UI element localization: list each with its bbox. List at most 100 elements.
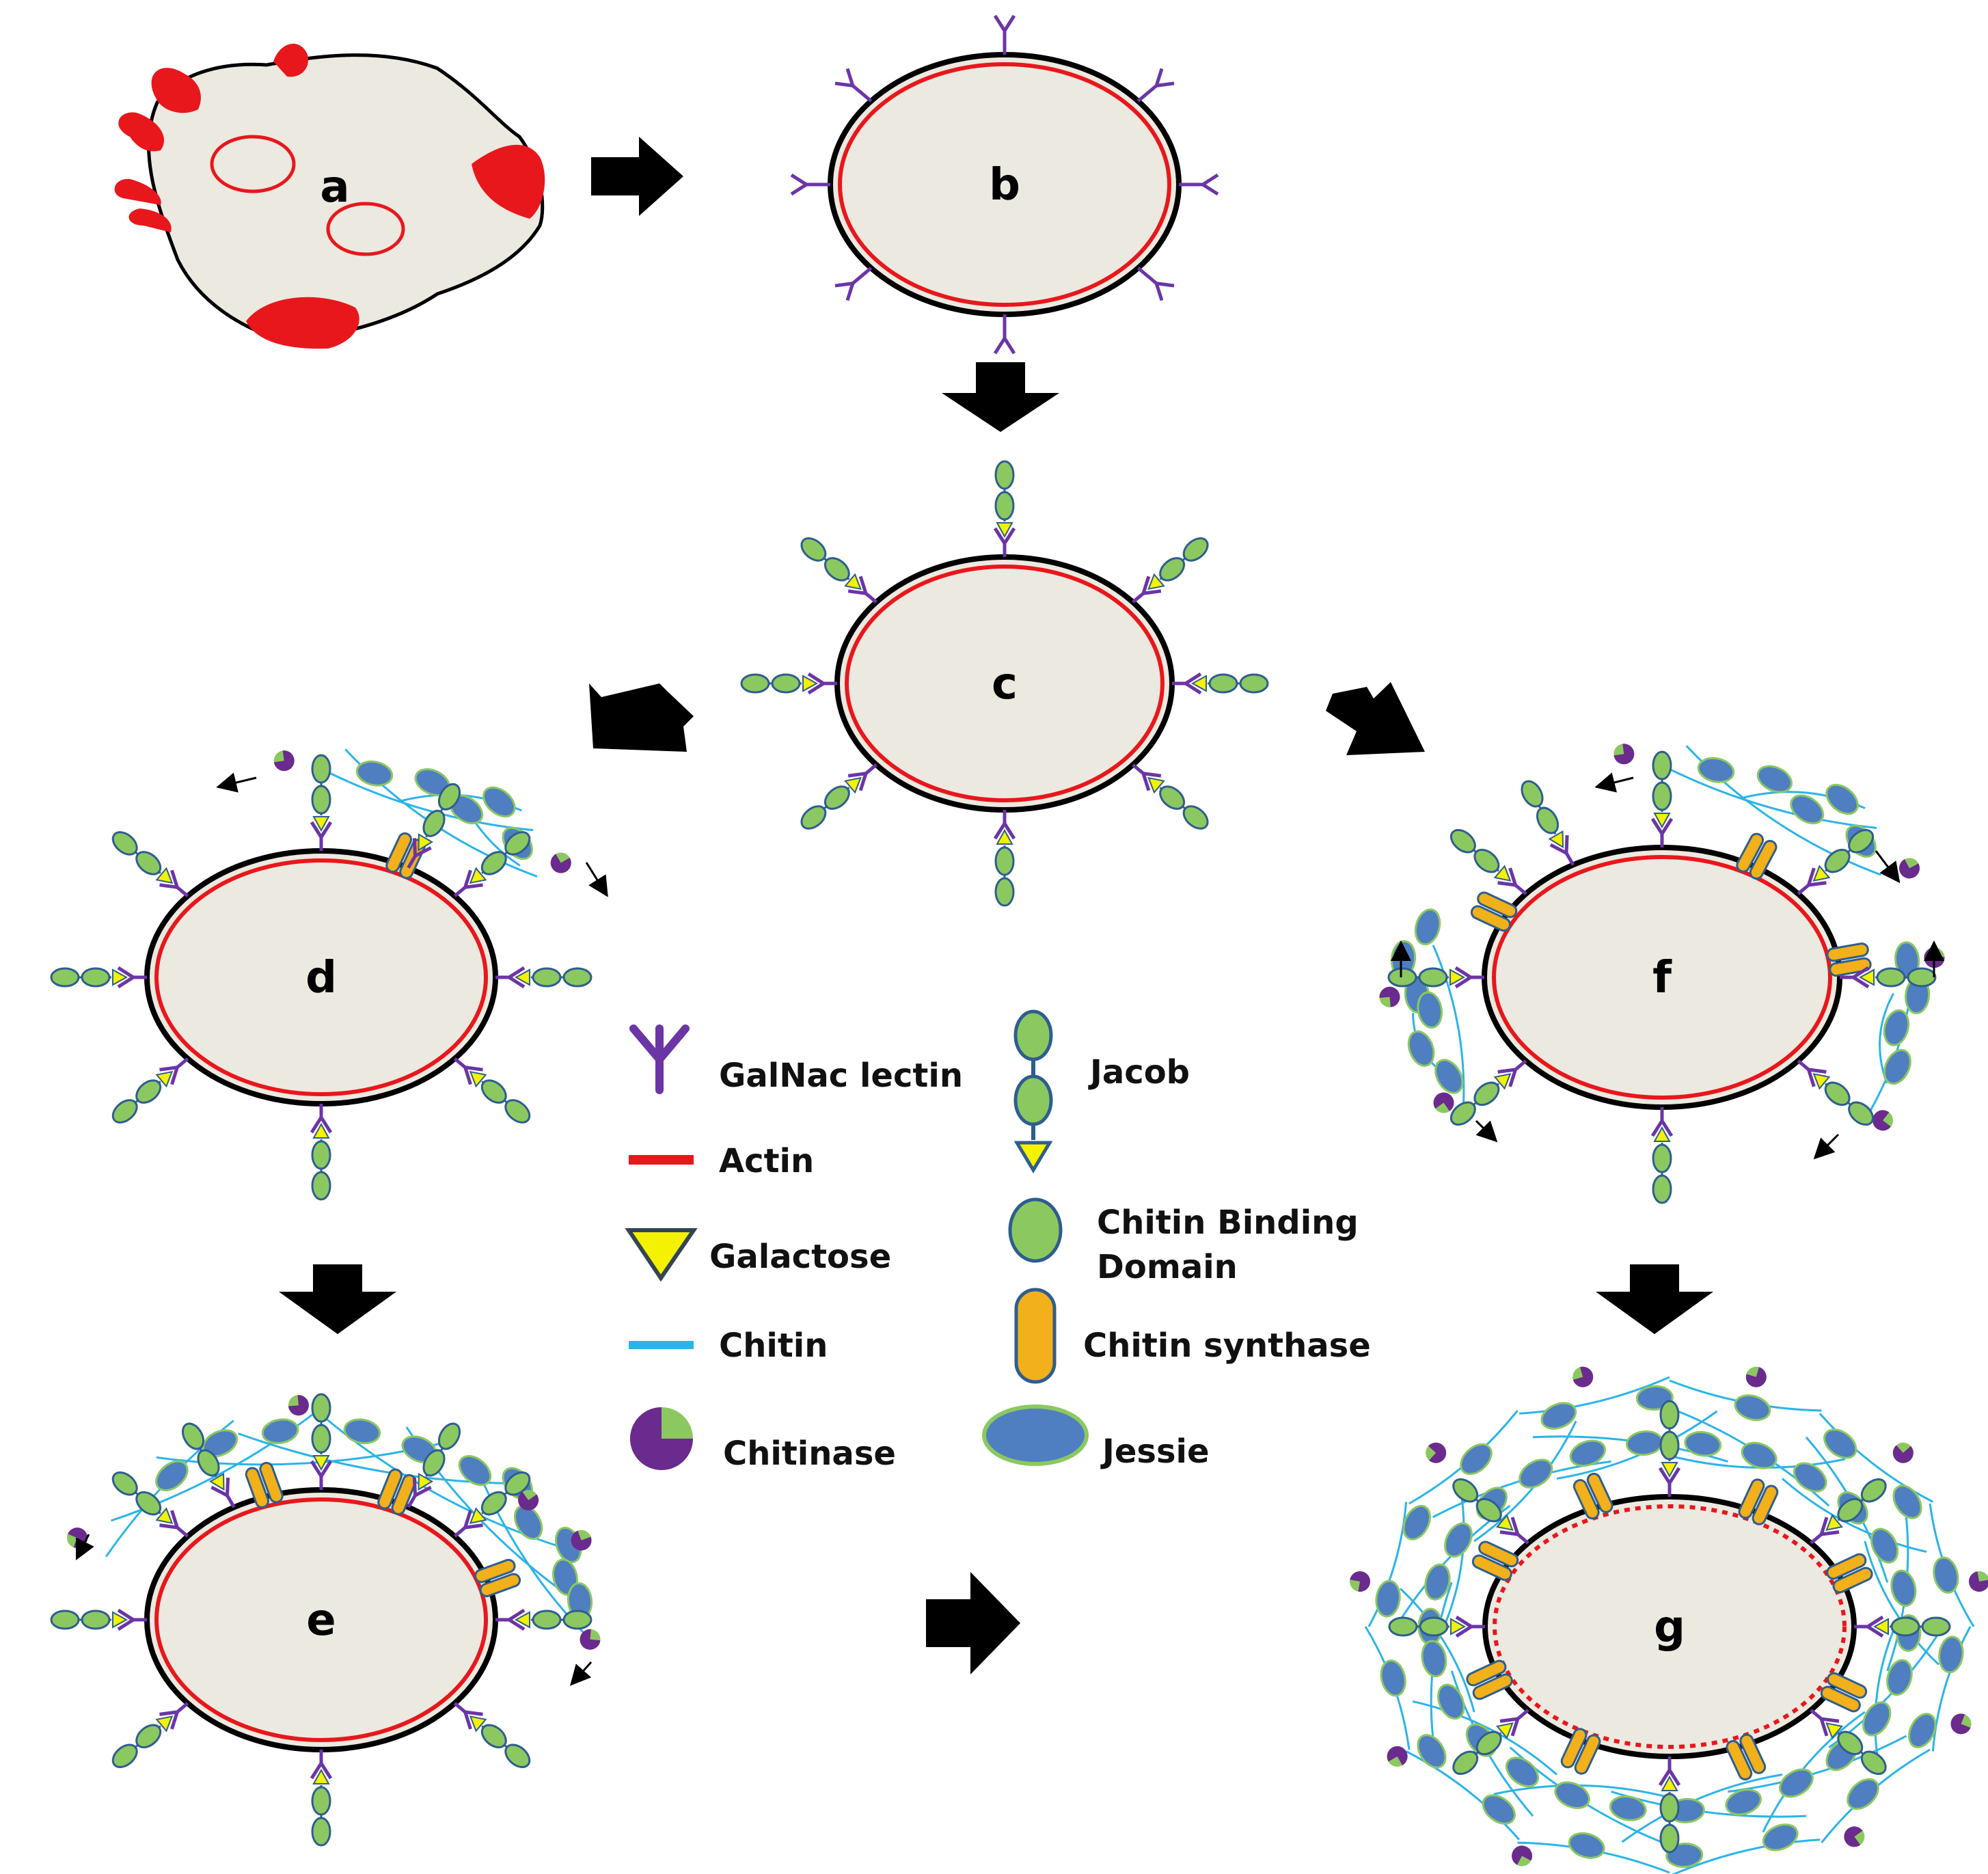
galnac-lectin	[1658, 1467, 1681, 1497]
chitinase	[1899, 858, 1920, 879]
chitin-binding-domain	[135, 1491, 162, 1516]
lectin-arm	[1499, 1717, 1519, 1723]
jessie	[1779, 1768, 1814, 1798]
galnac-lectin	[1132, 763, 1162, 791]
jessie	[1862, 1701, 1892, 1737]
chitin-binding-domain	[480, 1079, 507, 1104]
flow-arrow-d-to-e	[279, 1264, 396, 1334]
chitinase-body	[550, 854, 571, 873]
lectin-arm	[1510, 1718, 1520, 1737]
lectin-stem	[407, 1494, 417, 1508]
chitin-synthase-subunit	[385, 832, 412, 873]
jessie	[1790, 794, 1825, 825]
lectin-arm	[1184, 681, 1202, 695]
legend-chitinase-icon	[630, 1407, 693, 1470]
jessie	[155, 1460, 189, 1492]
actin-cortex	[838, 62, 1171, 307]
actin-patch	[118, 112, 165, 152]
lectin-arm	[465, 1523, 483, 1530]
galnac-lectin	[1499, 1517, 1529, 1545]
lectin-arm	[1821, 1530, 1840, 1536]
chitin-binding-domain	[1659, 1430, 1680, 1461]
chitinase	[1349, 1571, 1370, 1592]
galnac-lectin	[159, 1057, 189, 1085]
lectin-stem	[1810, 1709, 1823, 1720]
stage-a-label: a	[320, 162, 349, 213]
jessie	[343, 1418, 381, 1445]
chitin-binding-domain	[135, 851, 162, 875]
jessie	[1756, 765, 1793, 793]
jessie	[1444, 1522, 1473, 1558]
chitin-synthase	[245, 1462, 284, 1508]
jacob	[800, 776, 862, 830]
galactose	[844, 573, 862, 590]
chitin-synthase	[1470, 891, 1518, 932]
stage-c-label: c	[992, 659, 1018, 709]
lectin-arm	[1455, 1625, 1473, 1638]
galnac-lectin	[495, 966, 526, 989]
galactose	[155, 867, 174, 884]
lectin-arm	[1819, 1718, 1829, 1737]
chitinase	[1572, 1366, 1594, 1387]
legend-jessie-icon	[982, 1404, 1089, 1466]
chitin-synthase-subunit	[1726, 1740, 1753, 1781]
chitinase-body	[273, 750, 295, 772]
galnac-lectin	[1136, 68, 1175, 103]
galnac-lectin	[495, 1608, 526, 1631]
lectin-arm	[1808, 1068, 1827, 1074]
chitin-synthase	[1736, 832, 1778, 880]
actin-ring	[326, 202, 405, 256]
lectin-arm	[117, 966, 135, 979]
chitin-synthase-subunit	[1739, 1733, 1767, 1774]
jacob	[181, 1422, 225, 1491]
galnac-lectin	[1797, 867, 1827, 895]
jessie	[1417, 1734, 1447, 1769]
chitinase-body	[1745, 1367, 1767, 1387]
jessie	[1540, 1402, 1577, 1430]
legend-actin-label: Actin	[719, 1142, 814, 1180]
jacob	[1147, 537, 1209, 590]
chitin-binding-domain	[1659, 1823, 1680, 1853]
jacob	[50, 967, 128, 988]
lectin-arm	[1201, 173, 1219, 187]
chitinase	[288, 1395, 309, 1416]
chitin-binding-domain	[81, 1610, 111, 1630]
lectin-arm	[1184, 672, 1202, 685]
jessie	[1482, 1794, 1516, 1825]
chitin-binding-domain	[1837, 1730, 1864, 1756]
jessie	[1938, 1635, 1964, 1674]
lectin-arm	[993, 14, 1007, 32]
chitin-fiber	[1661, 764, 1877, 829]
jessie	[1890, 1569, 1917, 1607]
lectin-arm	[319, 1116, 333, 1134]
galnac-lectin	[1497, 1059, 1527, 1087]
lectin-arm	[414, 846, 432, 858]
chitinase-body	[1428, 1442, 1447, 1463]
chitinase-body	[1873, 1110, 1891, 1131]
chitinase-body	[1572, 1366, 1594, 1387]
jacob	[800, 537, 862, 590]
jessie	[1417, 991, 1443, 1029]
jacob	[1452, 1722, 1514, 1776]
jacob	[469, 831, 531, 884]
lectin-stem	[176, 1702, 189, 1713]
jacob	[111, 1070, 174, 1124]
lectin-arm	[1667, 1769, 1681, 1787]
stage-f-label: f	[1652, 953, 1672, 1003]
chitinase-body	[1969, 1571, 1988, 1592]
lectin-arm	[319, 821, 333, 839]
galactose	[1548, 830, 1564, 849]
lectin-arm	[1154, 68, 1164, 87]
galactose	[469, 867, 487, 884]
lectin-arm	[465, 883, 483, 889]
chitin-binding-domain	[311, 1424, 331, 1454]
chitinase-body	[288, 1395, 309, 1416]
chitin-synthase-subunit	[1574, 1734, 1601, 1775]
jacob	[469, 1070, 531, 1124]
chitinase-direction-arrow	[216, 772, 257, 793]
galnac-lectin	[1132, 575, 1162, 603]
jacob	[1452, 1478, 1514, 1531]
chitin-binding-domain	[311, 1817, 331, 1847]
galactose	[112, 1611, 128, 1629]
galnac-lectin	[1172, 672, 1202, 695]
